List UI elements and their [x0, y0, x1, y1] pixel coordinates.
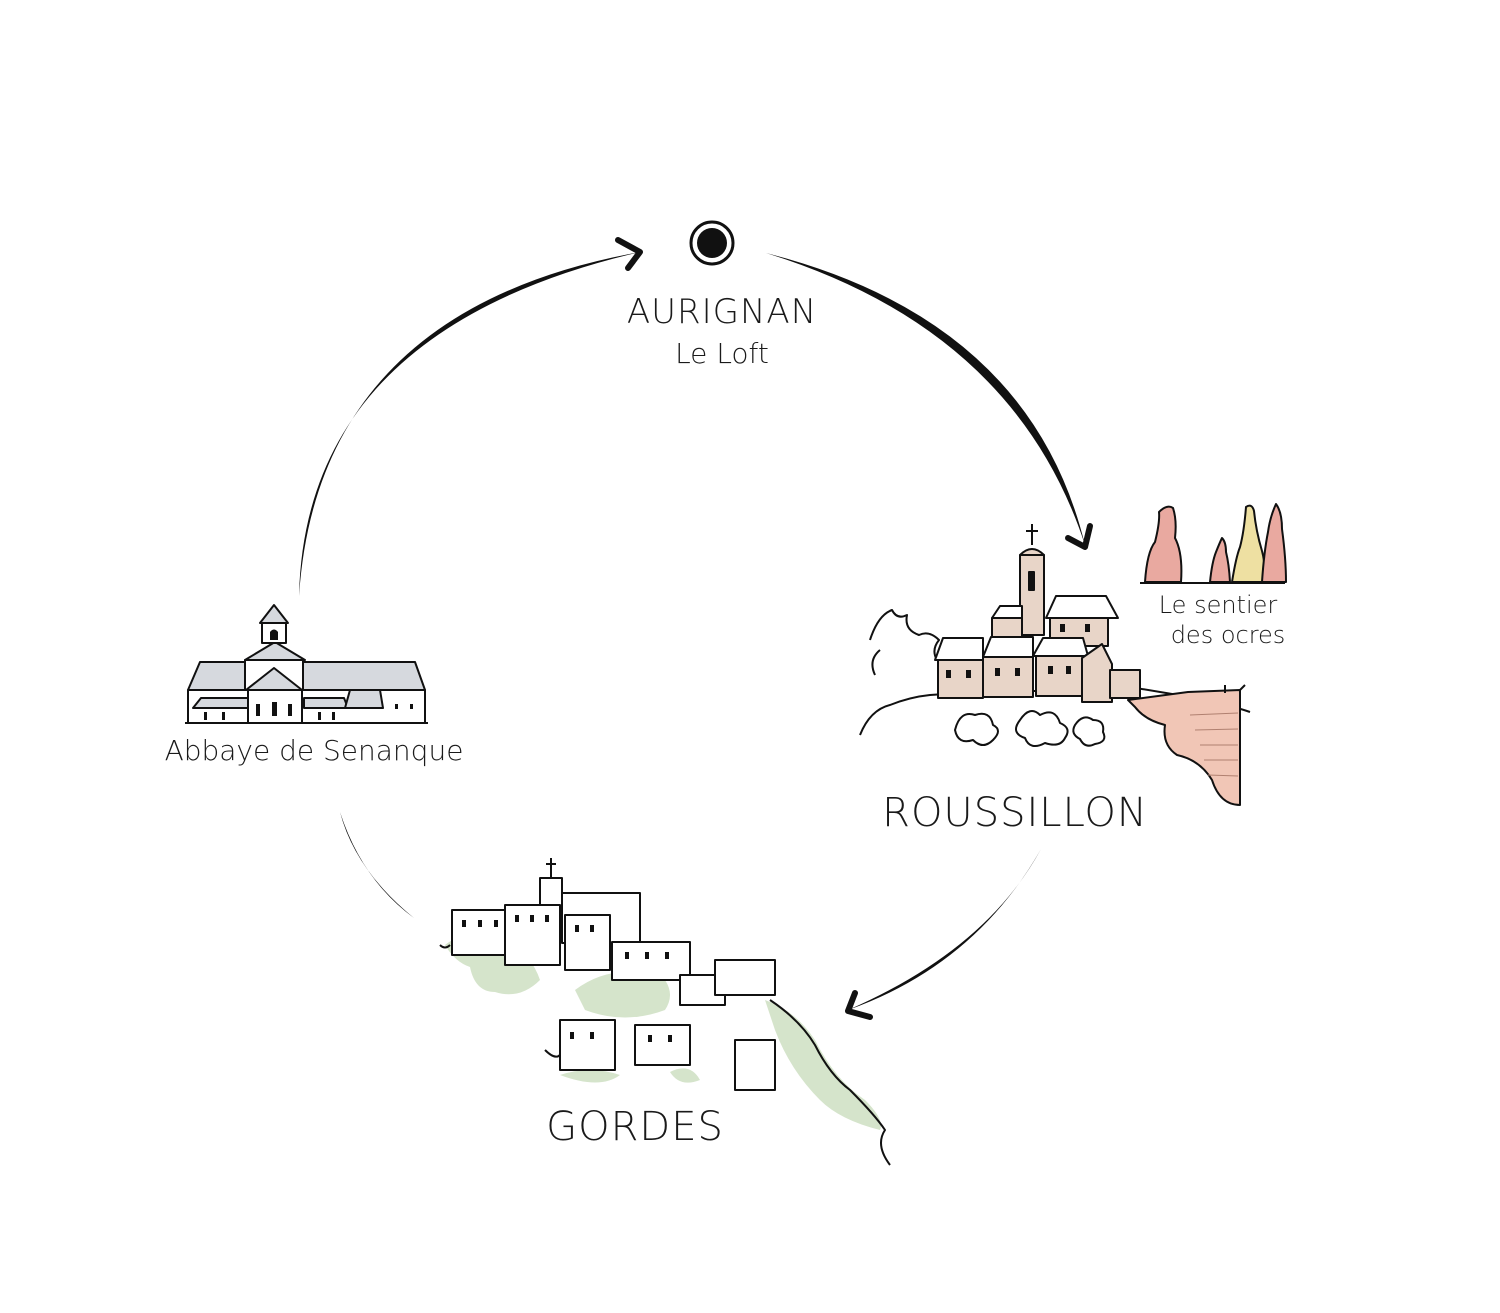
gordes-label: GORDES — [546, 1104, 724, 1150]
abbaye-illustration — [185, 604, 428, 724]
start-subtitle: Le Loft — [675, 337, 769, 370]
ochre-pillars-illustration — [1140, 503, 1287, 584]
abbaye-label: Abbaye de Senanque — [165, 734, 464, 767]
roussillon-label: ROUSSILLON — [882, 790, 1148, 836]
start-marker — [689, 220, 735, 266]
arrow-heads — [615, 237, 1093, 1020]
arrow-arc-gordes-abbaye — [340, 812, 414, 918]
arrowhead-roussillon-icon — [1065, 523, 1093, 550]
arrowhead-gordes-icon — [845, 990, 873, 1020]
arrow-arc-roussillon-gordes — [848, 849, 1041, 1010]
start-name: AURIGNAN — [627, 292, 817, 332]
ocres-label-line1: Le sentier — [1159, 591, 1278, 619]
arrow-arc-abbaye-aurignan — [299, 252, 640, 596]
ocres-label-line2: des ocres — [1171, 621, 1286, 649]
roussillon-illustration — [859, 524, 1251, 806]
arrowhead-aurignan-icon — [615, 237, 643, 271]
gordes-illustration — [439, 858, 891, 1166]
